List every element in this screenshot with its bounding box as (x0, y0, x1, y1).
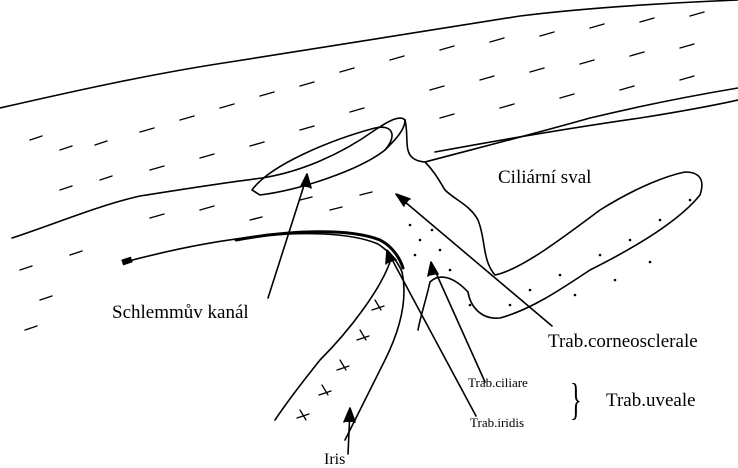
scleral-fiber-dashes (30, 12, 704, 190)
label-trab-uveale: Trab.uveale (606, 391, 696, 410)
endothelium-marker (121, 257, 132, 266)
scleral-spur-line (405, 88, 738, 162)
arrow-schlemm-canal (268, 176, 307, 298)
iris-texture-marks (297, 300, 384, 420)
label-iris: Iris (324, 452, 345, 468)
brace-grouping: } (570, 378, 582, 422)
label-ciliary-muscle: Ciliární sval (498, 168, 591, 187)
ciliary-body-upper (435, 100, 738, 152)
angle-recess-line (125, 234, 402, 272)
trabecular-dots (409, 199, 692, 307)
pointer-arrows (268, 174, 552, 454)
label-trab-ciliare: Trab.ciliare (468, 376, 528, 389)
iris-upper-line (275, 262, 390, 420)
iris-lower-line (345, 272, 404, 440)
sclera-outer-line (0, 0, 738, 108)
arrow-trab-ciliare (432, 264, 485, 382)
label-trab-corneosclerale: Trab.corneosclerale (548, 332, 698, 351)
label-schlemm-canal: Schlemmův kanál (112, 303, 249, 322)
trabecular-band (236, 232, 403, 268)
label-trab-iridis: Trab.iridis (470, 416, 524, 429)
